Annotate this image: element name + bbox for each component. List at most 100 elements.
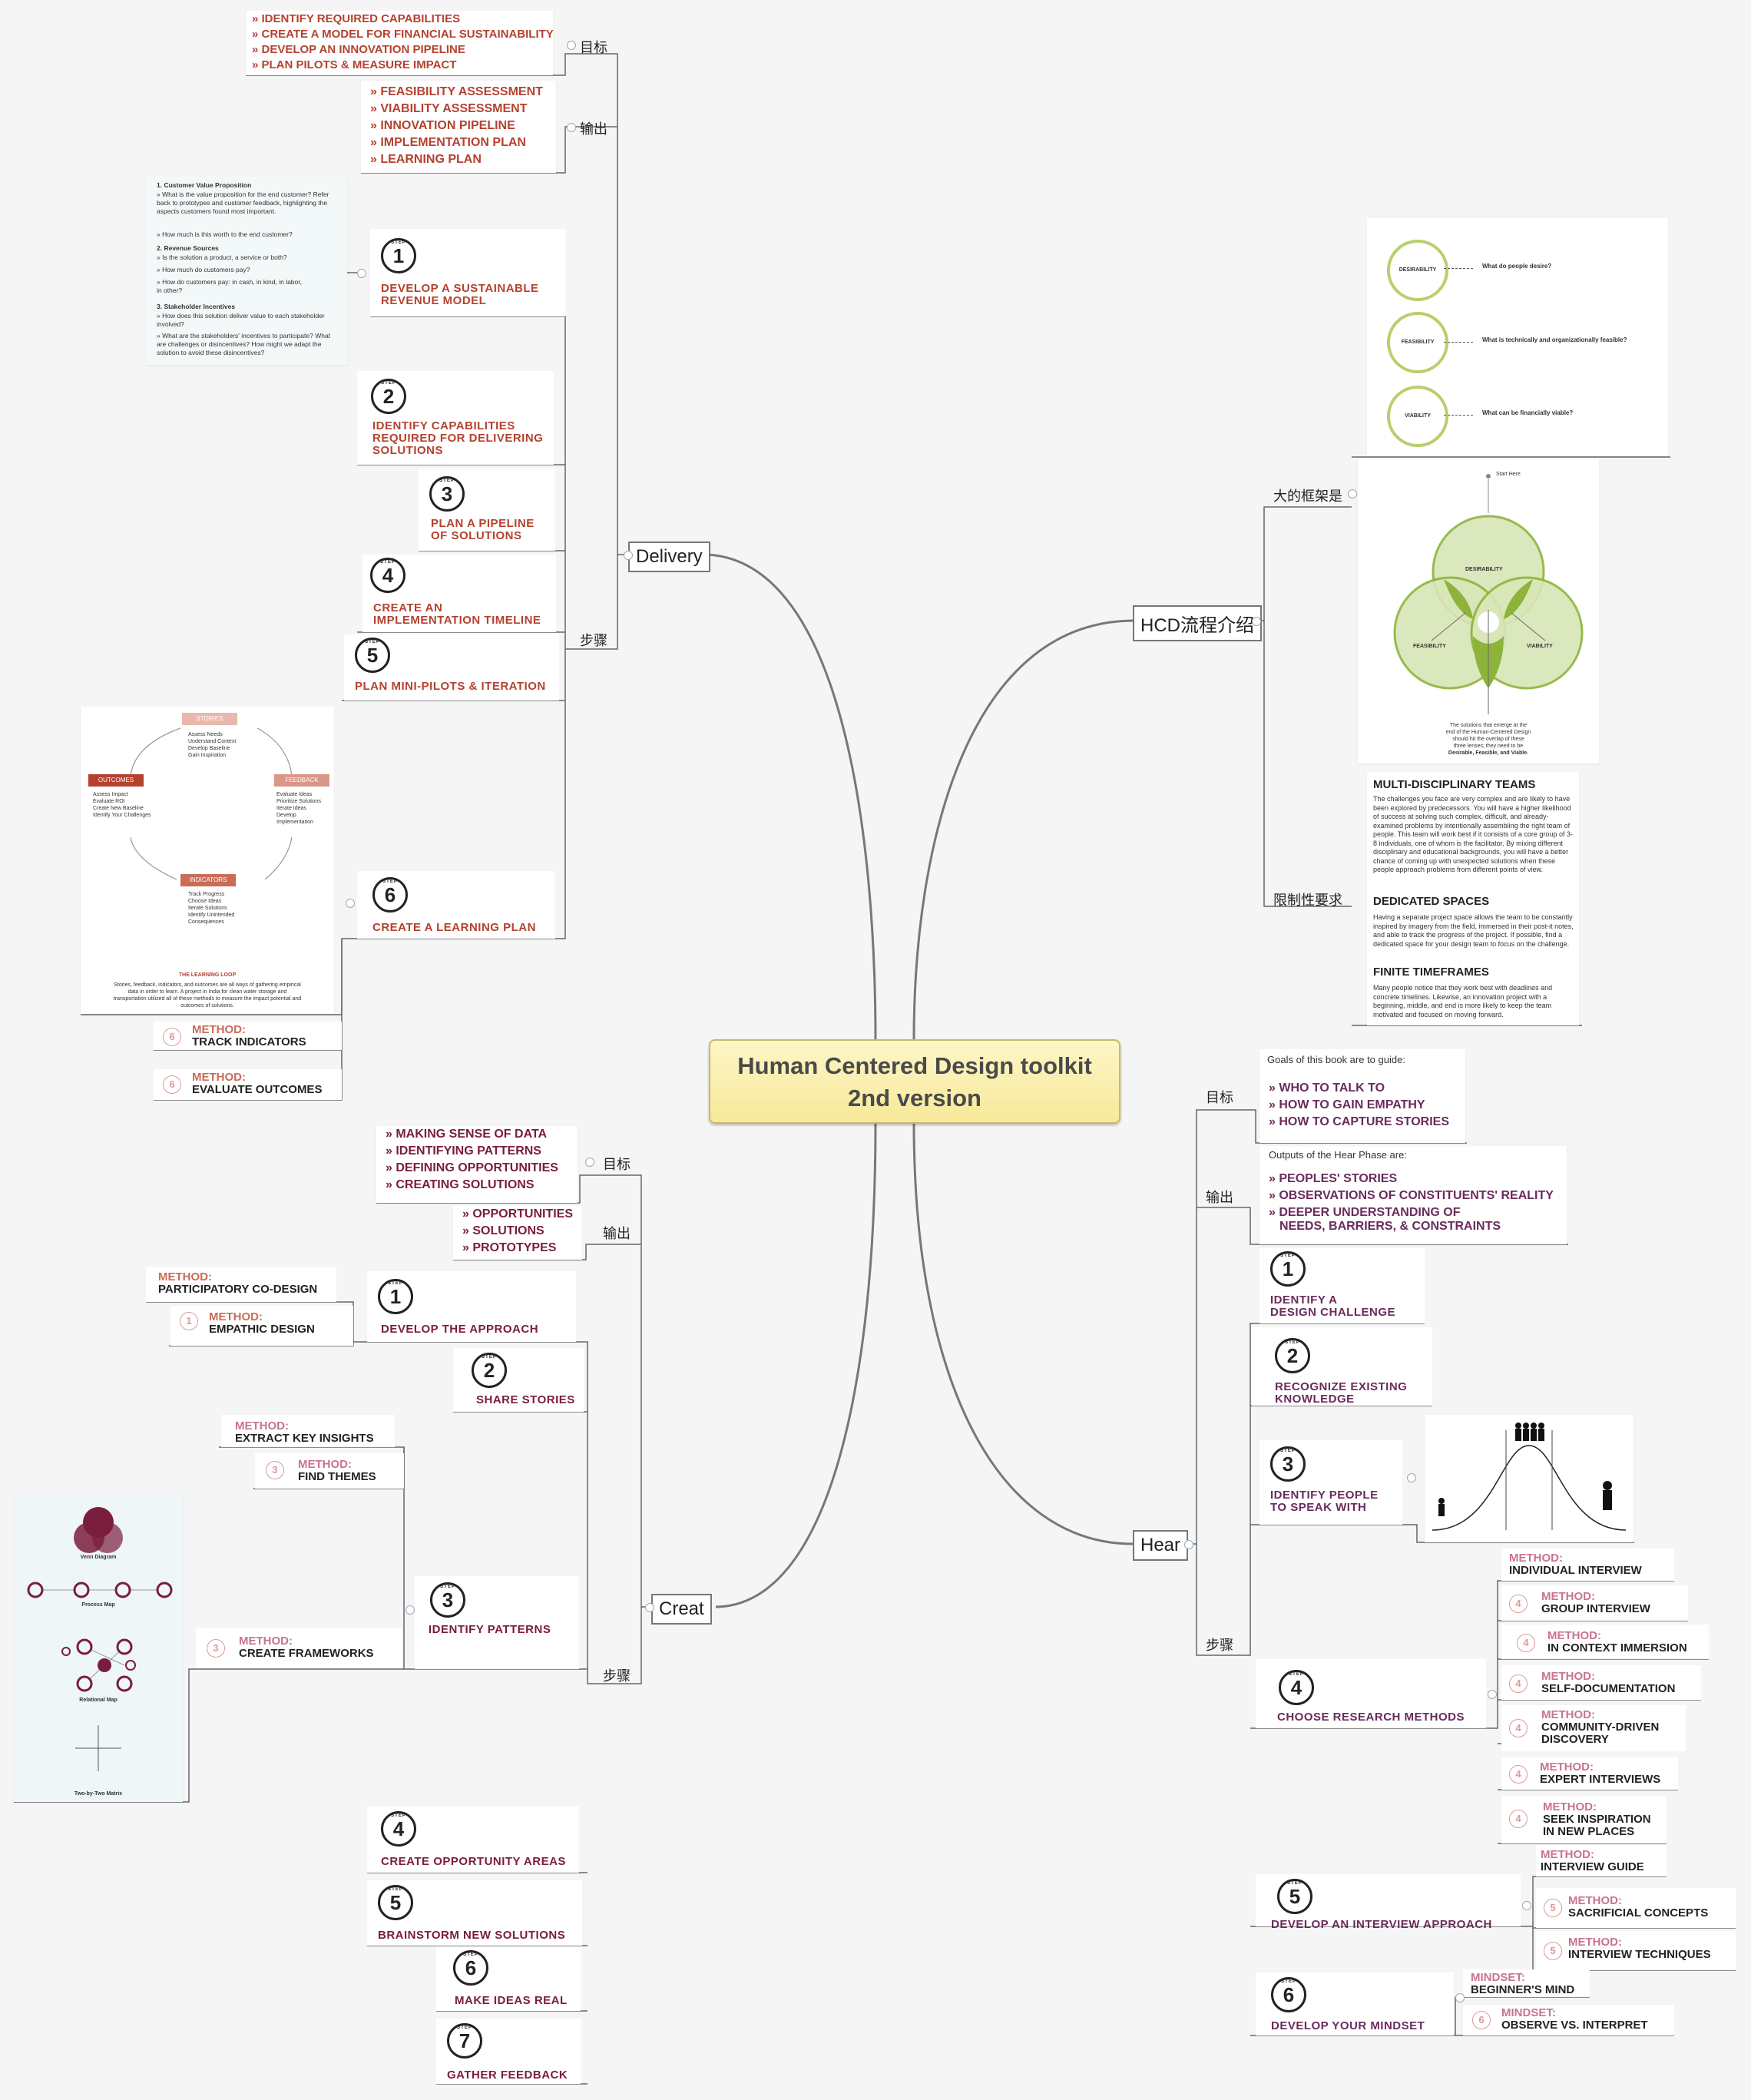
- constraint-heading: MULTI-DISCIPLINARY TEAMS: [1373, 778, 1536, 791]
- collapse-toggle[interactable]: [567, 41, 576, 50]
- step-number: 6: [453, 1950, 488, 1986]
- method-expert-interviews[interactable]: 4 METHOD: EXPERT INTERVIEWS: [1501, 1757, 1678, 1790]
- hear-outputs-panel: Outputs of the Hear Phase are: » PEOPLES…: [1259, 1146, 1567, 1244]
- method-interview-techniques[interactable]: 5 METHOD: INTERVIEW TECHNIQUES: [1536, 1931, 1736, 1970]
- collapse-toggle[interactable]: [1522, 1901, 1531, 1910]
- method-kicker: METHOD:: [192, 1071, 246, 1084]
- method-number: 4: [1509, 1674, 1528, 1693]
- hear-step-6[interactable]: 6 DEVELOP YOUR MINDSET: [1256, 1972, 1454, 2035]
- creat-goal-category[interactable]: 目标: [603, 1157, 631, 1172]
- step-label: CREATE OPPORTUNITY AREAS: [381, 1855, 566, 1868]
- creat-step-5[interactable]: 5 BRAINSTORM NEW SOLUTIONS: [367, 1880, 582, 1946]
- collapse-toggle[interactable]: [357, 269, 366, 278]
- delivery-step-4[interactable]: 4 CREATE AN IMPLEMENTATION TIMELINE: [362, 555, 556, 632]
- method-empathic-design[interactable]: 1 METHOD: EMPATHIC DESIGN: [170, 1306, 353, 1346]
- mindset-beginners-mind[interactable]: MINDSET: BEGINNER'S MIND: [1463, 1969, 1590, 1997]
- creat-step-1[interactable]: 1 DEVELOP THE APPROACH: [367, 1271, 576, 1342]
- constraint-text: Many people notice that they work best w…: [1373, 984, 1553, 1019]
- delivery-step-5[interactable]: 5 PLAN MINI-PILOTS & ITERATION: [344, 634, 559, 701]
- hear-goal-category[interactable]: 目标: [1206, 1090, 1233, 1105]
- step-label: KNOWLEDGE: [1275, 1393, 1355, 1406]
- hear-step-3[interactable]: 3 IDENTIFY PEOPLE TO SPEAK WITH: [1259, 1440, 1402, 1525]
- collapse-toggle[interactable]: [567, 123, 576, 132]
- method-community-driven-discovery[interactable]: 4 METHOD: COMMUNITY-DRIVEN DISCOVERY: [1501, 1705, 1686, 1751]
- collapse-toggle[interactable]: [624, 551, 633, 560]
- loop-feedback: FEEDBACK: [274, 774, 329, 787]
- method-find-themes[interactable]: 3 METHOD: FIND THEMES: [255, 1453, 404, 1489]
- collapse-toggle[interactable]: [585, 1158, 594, 1167]
- method-number: 4: [1509, 1719, 1528, 1737]
- method-kicker: METHOD:: [1541, 1590, 1595, 1603]
- method-group-interview[interactable]: 4 METHOD: GROUP INTERVIEW: [1501, 1585, 1688, 1621]
- method-seek-inspiration[interactable]: 4 METHOD: SEEK INSPIRATION IN NEW PLACES: [1501, 1796, 1667, 1843]
- hcd-constraints-category[interactable]: 限制性要求: [1273, 893, 1342, 908]
- creat-step-2[interactable]: 2 SHARE STORIES: [453, 1348, 584, 1412]
- method-participatory-co-design[interactable]: METHOD: PARTICIPATORY CO-DESIGN: [146, 1267, 336, 1302]
- collapse-toggle[interactable]: [1488, 1690, 1497, 1699]
- venn-caption-line: three lenses; they need to be: [1453, 744, 1524, 749]
- hear-step-4[interactable]: 4 CHOOSE RESEARCH METHODS: [1256, 1659, 1486, 1728]
- branch-hear[interactable]: Hear: [1133, 1530, 1189, 1561]
- method-interview-guide[interactable]: METHOD: INTERVIEW GUIDE: [1536, 1845, 1667, 1876]
- method-track-indicators[interactable]: 6 METHOD: TRACK INDICATORS: [154, 1022, 342, 1050]
- collapse-toggle[interactable]: [1407, 1473, 1416, 1482]
- method-evaluate-outcomes[interactable]: 6 METHOD: EVALUATE OUTCOMES: [154, 1069, 342, 1100]
- delivery-step-6[interactable]: 6 CREATE A LEARNING PLAN: [357, 871, 555, 939]
- frameworks-illustration: Venn Diagram Process Map Relational Map …: [14, 1495, 183, 1802]
- note-item: » Is the solution a product, a service o…: [157, 253, 287, 261]
- method-name: GROUP INTERVIEW: [1541, 1602, 1650, 1615]
- creat-step-3[interactable]: 3 IDENTIFY PATTERNS: [415, 1576, 579, 1669]
- delivery-output-item: » INNOVATION PIPELINE: [370, 119, 515, 132]
- collapse-toggle[interactable]: [645, 1603, 654, 1612]
- framework-label: Venn Diagram: [80, 1555, 117, 1560]
- hear-step-1[interactable]: 1 IDENTIFY A DESIGN CHALLENGE: [1259, 1248, 1425, 1323]
- method-kicker: METHOD:: [209, 1310, 263, 1323]
- method-number: 3: [207, 1639, 225, 1658]
- collapse-toggle[interactable]: [1348, 489, 1357, 499]
- creat-step-4[interactable]: 4 CREATE OPPORTUNITY AREAS: [367, 1807, 579, 1873]
- central-topic[interactable]: Human Centered Design toolkit 2nd versio…: [709, 1039, 1120, 1124]
- method-sacrificial-concepts[interactable]: 5 METHOD: SACRIFICIAL CONCEPTS: [1536, 1888, 1736, 1928]
- step-number: 6: [372, 877, 408, 913]
- creat-step-6[interactable]: 6 MAKE IDEAS REAL: [436, 1947, 581, 2011]
- delivery-step-1[interactable]: 1 DEVELOP A SUSTAINABLE REVENUE MODEL: [370, 229, 565, 316]
- method-self-documentation[interactable]: 4 METHOD: SELF-DOCUMENTATION: [1501, 1665, 1701, 1700]
- note-heading: 1. Customer Value Proposition: [157, 181, 252, 189]
- creat-output-category[interactable]: 输出: [603, 1226, 631, 1241]
- mindset-observe-vs-interpret[interactable]: 6 MINDSET: OBSERVE VS. INTERPRET: [1463, 2005, 1674, 2035]
- collapse-toggle[interactable]: [1455, 1993, 1465, 2002]
- hear-output-item: » DEEPER UNDERSTANDING OF: [1269, 1206, 1461, 1219]
- delivery-step-3[interactable]: 3 PLAN A PIPELINE OF SOLUTIONS: [419, 469, 555, 551]
- hear-output-category[interactable]: 输出: [1206, 1190, 1233, 1205]
- framework-label: Relational Map: [79, 1698, 118, 1703]
- delivery-output-category[interactable]: 输出: [580, 121, 607, 137]
- method-individual-interview[interactable]: METHOD: INDIVIDUAL INTERVIEW: [1501, 1549, 1674, 1581]
- step-label: IDENTIFY CAPABILITIES: [372, 419, 515, 432]
- method-name-cont: DISCOVERY: [1541, 1733, 1609, 1746]
- method-create-frameworks[interactable]: 3 METHOD: CREATE FRAMEWORKS: [196, 1628, 403, 1668]
- method-in-context-immersion[interactable]: 4 METHOD: IN CONTEXT IMMERSION: [1501, 1625, 1709, 1659]
- hear-step-5[interactable]: 5 DEVELOP AN INTERVIEW APPROACH: [1256, 1874, 1521, 1931]
- collapse-toggle[interactable]: [405, 1605, 415, 1615]
- branch-creat[interactable]: Creat: [651, 1594, 712, 1625]
- venn-caption: The solutions that emerge at the end of …: [1419, 722, 1557, 757]
- branch-hcd[interactable]: HCD流程介绍: [1133, 605, 1262, 641]
- venn-shapes: [1393, 474, 1584, 714]
- delivery-step-2[interactable]: 2 IDENTIFY CAPABILITIES REQUIRED FOR DEL…: [357, 371, 554, 465]
- delivery-steps-category[interactable]: 步骤: [580, 633, 607, 648]
- delivery-goal-category[interactable]: 目标: [580, 40, 607, 55]
- branch-delivery[interactable]: Delivery: [628, 542, 710, 572]
- collapse-toggle[interactable]: [1252, 617, 1261, 626]
- method-extract-key-insights[interactable]: METHOD: EXTRACT KEY INSIGHTS: [221, 1415, 395, 1447]
- step-number: 4: [1279, 1670, 1314, 1705]
- collapse-toggle[interactable]: [1184, 1540, 1193, 1549]
- creat-step-7[interactable]: 7 GATHER FEEDBACK: [436, 2019, 581, 2084]
- collapse-toggle[interactable]: [346, 899, 355, 908]
- hcd-framework-category[interactable]: 大的框架是: [1273, 489, 1342, 504]
- hear-steps-category[interactable]: 步骤: [1206, 1638, 1233, 1653]
- venn-caption-line: should hit the overlap of these: [1452, 737, 1524, 742]
- step-label: IDENTIFY PATTERNS: [429, 1623, 551, 1636]
- creat-steps-category[interactable]: 步骤: [603, 1668, 631, 1684]
- hear-step-2[interactable]: 2 RECOGNIZE EXISTING KNOWLEDGE: [1252, 1327, 1432, 1406]
- venn-desirability: DESIRABILITY: [1465, 567, 1503, 572]
